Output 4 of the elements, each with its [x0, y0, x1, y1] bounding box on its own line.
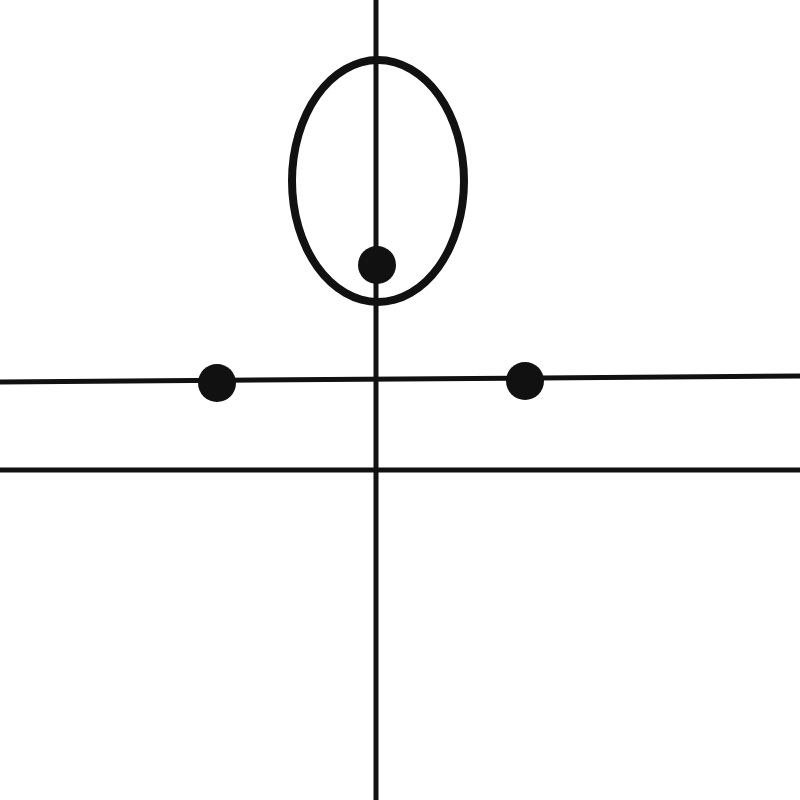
dot	[198, 364, 236, 402]
dot	[506, 362, 544, 400]
ellipse-outline	[288, 56, 468, 306]
dot	[358, 246, 396, 284]
